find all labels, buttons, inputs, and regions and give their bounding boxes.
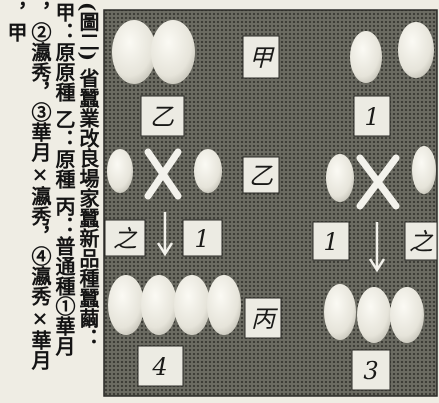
caption-column-4: ，甲	[4, 2, 28, 42]
cocoon-group-middle-left	[107, 149, 222, 193]
label-box-top-right	[353, 95, 391, 137]
label-box-jia	[242, 35, 280, 79]
row-label-yi: 乙	[249, 162, 273, 190]
cocoon-group-top-left	[112, 20, 195, 84]
middle-right-label-1: 1	[323, 228, 338, 256]
row-label-bing: 丙	[251, 305, 279, 333]
middle-left-label-1: 之	[113, 225, 138, 253]
label-box-middle-left-1	[104, 219, 146, 257]
caption-column-3: ，②瀛秀，③華月×瀛秀，④瀛秀×華月	[28, 2, 52, 370]
label-box-top-left	[140, 95, 185, 137]
cocoon-group-middle-right	[326, 146, 436, 202]
row-label-jia: 甲	[249, 44, 275, 72]
top-left-label: 乙	[150, 103, 174, 131]
caption-column-1: (圖二) 省蠶業改良場家蠶新品種蠶繭：	[76, 2, 100, 348]
cross-symbol-right	[356, 154, 400, 210]
label-box-bottom-right	[351, 349, 391, 391]
cross-symbol-left	[144, 148, 182, 200]
arrow-down-icon-left	[156, 212, 174, 257]
label-box-middle-left-2	[182, 219, 223, 257]
cocoon-photo: 甲 乙 1 乙 之 1 1 之 丙 4 3	[103, 9, 438, 397]
cocoon-group-bottom-left	[108, 275, 241, 335]
middle-left-label-2: 1	[194, 225, 209, 253]
label-box-middle-right-2	[404, 221, 438, 261]
bottom-left-label: 4	[151, 353, 167, 381]
caption-column-2: 甲：原原種 乙：原種 丙：普通種①華月	[52, 2, 76, 356]
bottom-right-label: 3	[363, 357, 378, 385]
label-box-middle-right-1	[312, 221, 350, 261]
label-box-yi	[242, 156, 280, 194]
arrow-down-icon-right	[368, 222, 386, 273]
top-right-label: 1	[364, 103, 379, 131]
label-box-bing	[244, 297, 282, 339]
label-box-bottom-left	[137, 345, 184, 387]
cocoon-group-bottom-right	[324, 284, 424, 343]
middle-right-label-2: 之	[409, 228, 434, 256]
cocoon-group-top-right	[350, 22, 434, 83]
